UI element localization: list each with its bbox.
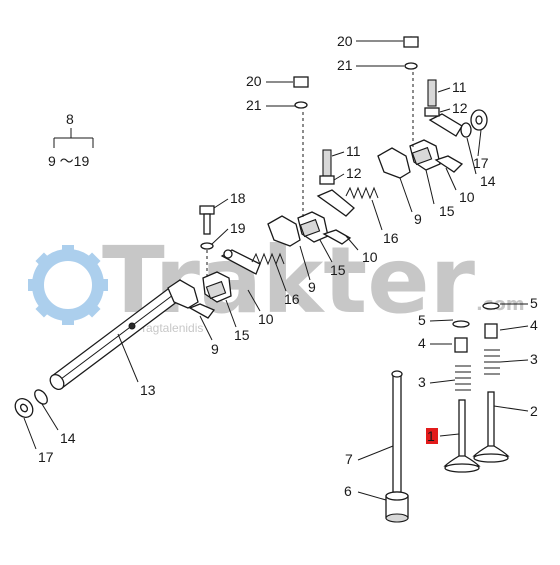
- rocker-assembly-2: [267, 189, 355, 247]
- callout-leader-11: [437, 87, 451, 93]
- callout-label-4: 4: [530, 317, 538, 333]
- watermark: Trakter .com Tagtalenidis: [28, 227, 525, 335]
- callout-leader-5: [429, 319, 454, 322]
- callout-leader-6: [357, 491, 387, 501]
- callout-leader-14: [466, 137, 477, 175]
- callout-label-21: 21: [246, 97, 262, 113]
- callout-label-1: 1: [427, 428, 435, 444]
- callout-leader-7: [357, 445, 394, 461]
- nut-washer-upper: [403, 36, 419, 150]
- watermark-tagline: Tagtalenidis: [140, 321, 203, 335]
- callout-leader-17: [477, 129, 482, 157]
- callout-leader-18: [213, 198, 229, 209]
- push-rod: [391, 370, 403, 493]
- callout-leader-15: [425, 169, 435, 205]
- group-bracket: 8 9 ～19: [48, 111, 94, 169]
- tappet: [385, 491, 409, 523]
- adjusting-screw-2: [424, 79, 440, 117]
- callout-label-21: 21: [337, 57, 353, 73]
- callout-label-14: 14: [60, 430, 76, 446]
- callout-leader-12: [439, 108, 451, 113]
- callout-leader-3: [499, 359, 529, 363]
- spacer-spring-2: [345, 186, 379, 200]
- rocker-assembly-3: [377, 113, 464, 179]
- callout-leader-9: [399, 177, 413, 213]
- callout-label-20: 20: [246, 73, 262, 89]
- callout-label-9: 9: [308, 279, 316, 295]
- callout-label-12: 12: [452, 100, 468, 116]
- callout-leader-16: [275, 263, 287, 292]
- intake-valve-assembly: [443, 320, 481, 473]
- callout-label-4: 4: [418, 335, 426, 351]
- callout-label-12: 12: [346, 165, 362, 181]
- callout-leader-10: [445, 167, 457, 191]
- callout-label-16: 16: [284, 291, 300, 307]
- callout-label-18: 18: [230, 190, 246, 206]
- callout-leader-1: [439, 433, 460, 437]
- shaft-plug-right: [460, 109, 488, 138]
- callout-label-9: 9: [211, 341, 219, 357]
- callout-leader-15: [319, 239, 333, 263]
- exhaust-valve-assembly: [472, 302, 510, 463]
- gear-logo-icon: [28, 245, 108, 325]
- callout-label-13: 13: [140, 382, 156, 398]
- callout-leader-17: [23, 417, 37, 450]
- callout-label-15: 15: [439, 203, 455, 219]
- callout-label-15: 15: [234, 327, 250, 343]
- callout-leader-10: [247, 289, 261, 312]
- callout-label-20: 20: [337, 33, 353, 49]
- callout-label-5: 5: [530, 295, 538, 311]
- callout-label-10: 10: [362, 249, 378, 265]
- callout-leader-15: [225, 299, 237, 328]
- callout-leader-11: [331, 151, 345, 157]
- group-parent-label: 8: [66, 111, 74, 127]
- callout-label-17: 17: [473, 155, 489, 171]
- callout-label-19: 19: [230, 220, 246, 236]
- callout-leader-4: [499, 325, 529, 331]
- callout-leader-9: [299, 245, 311, 281]
- callout-label-17: 17: [38, 449, 54, 465]
- group-range-label: 9 ～19: [48, 153, 89, 169]
- rocker-assembly-1: [167, 249, 261, 319]
- callout-label-3: 3: [418, 374, 426, 390]
- callout-leader-14: [41, 403, 59, 431]
- callout-label-6: 6: [344, 483, 352, 499]
- callout-layer: 2021202111121714101591112161015918191610…: [23, 33, 538, 501]
- callout-leader-2: [493, 405, 529, 412]
- callout-label-10: 10: [459, 189, 475, 205]
- nut-washer-lower: [293, 76, 309, 220]
- callout-label-2: 2: [530, 403, 538, 419]
- callout-leader-13: [117, 333, 139, 383]
- callout-leader-16: [371, 199, 383, 231]
- spacer-spring-1: [251, 252, 285, 266]
- bracket-bolt: [199, 205, 215, 280]
- callout-label-15: 15: [330, 262, 346, 278]
- callout-leader-9: [199, 315, 213, 341]
- callout-label-10: 10: [258, 311, 274, 327]
- callout-label-7: 7: [345, 451, 353, 467]
- callout-label-11: 11: [346, 143, 361, 159]
- callout-leader-3: [429, 379, 456, 384]
- adjusting-screw-1: [319, 149, 335, 185]
- callout-leader-19: [211, 228, 229, 245]
- part-1-highlight: [426, 428, 438, 444]
- callout-leader-10: [345, 235, 359, 251]
- shaft-plug-left: [14, 389, 48, 418]
- callout-label-16: 16: [383, 230, 399, 246]
- callout-label-11: 11: [452, 79, 467, 95]
- callout-label-14: 14: [480, 173, 496, 189]
- callout-label-5: 5: [418, 312, 426, 328]
- callout-label-3: 3: [530, 351, 538, 367]
- callout-leader-12: [333, 173, 345, 181]
- callout-label-9: 9: [414, 211, 422, 227]
